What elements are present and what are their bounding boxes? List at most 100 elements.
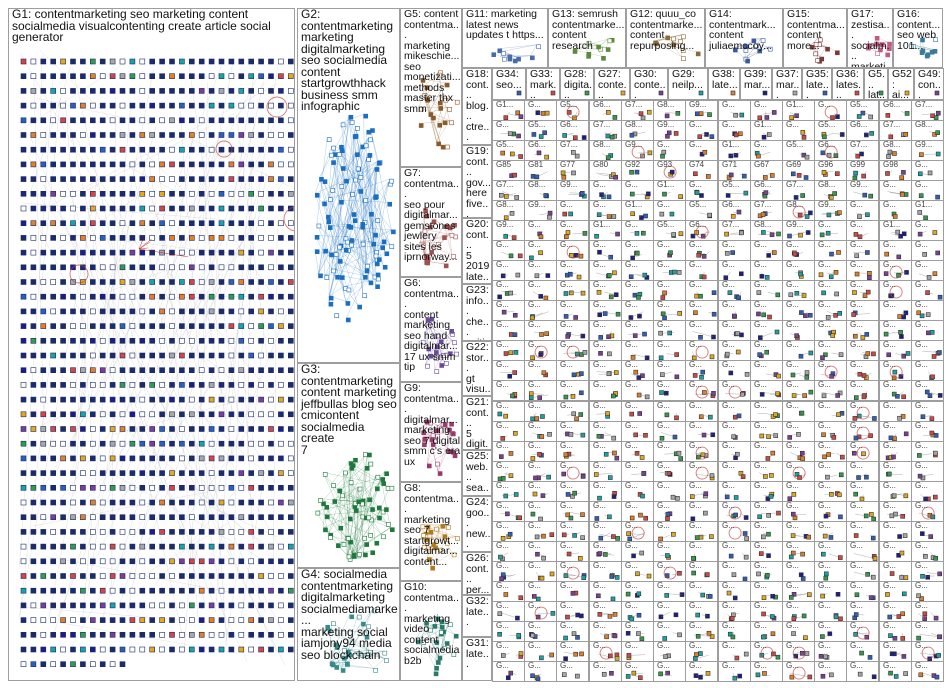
cluster-cell: G... [879,441,912,462]
graph-node [629,191,635,197]
graph-node [50,455,57,462]
graph-node [369,211,374,217]
cluster-cell: G... [621,541,654,562]
graph-node [901,314,907,320]
graph-node [119,396,126,403]
graph-edge [331,650,383,664]
graph-node [228,382,235,388]
graph-node [572,49,578,54]
graph-node [711,290,717,295]
graph-node [287,382,294,388]
cluster-cell: G... [685,401,718,422]
graph-node [218,499,225,506]
cluster-cell: G... [782,501,815,522]
graph-node [119,88,126,94]
graph-node [660,153,665,159]
graph-node [433,671,439,677]
graph-node [437,122,443,128]
cluster-header-3: G27: conte... [594,68,630,100]
graph-node [169,146,175,153]
graph-node [80,88,86,94]
graph-node [99,661,106,668]
graph-node [745,58,750,64]
graph-node [149,382,155,388]
graph-edge [425,339,440,365]
graph-node [287,249,294,256]
graph-node [228,484,235,491]
graph-node [40,235,47,241]
graph-node [751,38,757,44]
cluster-cell: G1... [718,140,751,161]
graph-node [756,311,761,317]
graph-node [287,352,294,359]
cluster-label: G... [786,360,799,369]
cluster-label: G... [883,541,896,550]
graph-node [208,455,215,462]
graph-node [109,440,116,447]
cluster-cell: G... [524,541,557,562]
graph-node [437,655,443,661]
cluster-graph [584,90,590,96]
graph-node [534,174,540,180]
graph-node [334,645,340,650]
graph-node [549,571,555,577]
graph-node [258,631,264,638]
graph-edge [190,489,267,546]
graph-node [329,661,335,667]
graph-node [709,534,714,539]
graph-node [861,451,866,457]
cluster-cell: G7... [718,220,751,241]
cluster-label: G... [625,581,638,590]
graph-node [447,107,452,112]
graph-node [60,117,66,124]
graph-edge [328,197,366,265]
graph-edge [323,527,357,555]
graph-node [139,249,146,256]
cluster-cell: G... [846,360,879,381]
cluster-cell: G... [782,561,815,582]
cluster-label: G... [818,100,831,109]
graph-edge [348,480,391,528]
graph-edge [328,225,392,231]
graph-edge [430,552,453,567]
graph-node [139,220,146,226]
cluster-graph [629,131,646,138]
graph-edge [318,219,328,274]
cluster-label: G... [722,100,735,109]
cluster-cell: G... [911,260,944,281]
graph-node [434,666,439,671]
cluster-label: G14: contentmark... content juliaemccoy.… [709,8,776,52]
cluster-cell: G... [911,300,944,321]
graph-node [139,117,146,124]
graph-node [198,161,205,168]
graph-node [870,574,876,580]
graph-edge [331,662,374,669]
graph-node [218,587,225,594]
graph-node [792,90,798,96]
cluster-cell: G... [814,481,847,502]
graph-edge [430,422,442,434]
graph-node [119,514,126,521]
graph-node [119,264,126,271]
graph-node [544,110,550,116]
graph-node [503,413,508,419]
cluster-label: G... [786,481,799,490]
graph-node [442,120,448,126]
cluster-graph [491,44,541,64]
graph-node [218,220,225,226]
cluster-cell: G... [911,521,944,542]
graph-edge [171,441,199,497]
graph-node [30,499,37,506]
cluster-cell: G7... [782,180,815,201]
graph-node [363,275,368,280]
graph-node [99,205,106,212]
cluster-label: G... [818,340,831,349]
cluster-header-9: G35: late... [802,68,832,100]
graph-edge [344,161,378,180]
graph-node [367,153,373,158]
graph-node [179,191,185,197]
graph-node [287,426,294,432]
graph-node [885,113,891,118]
graph-node [40,146,47,153]
cluster-graph [535,110,550,116]
